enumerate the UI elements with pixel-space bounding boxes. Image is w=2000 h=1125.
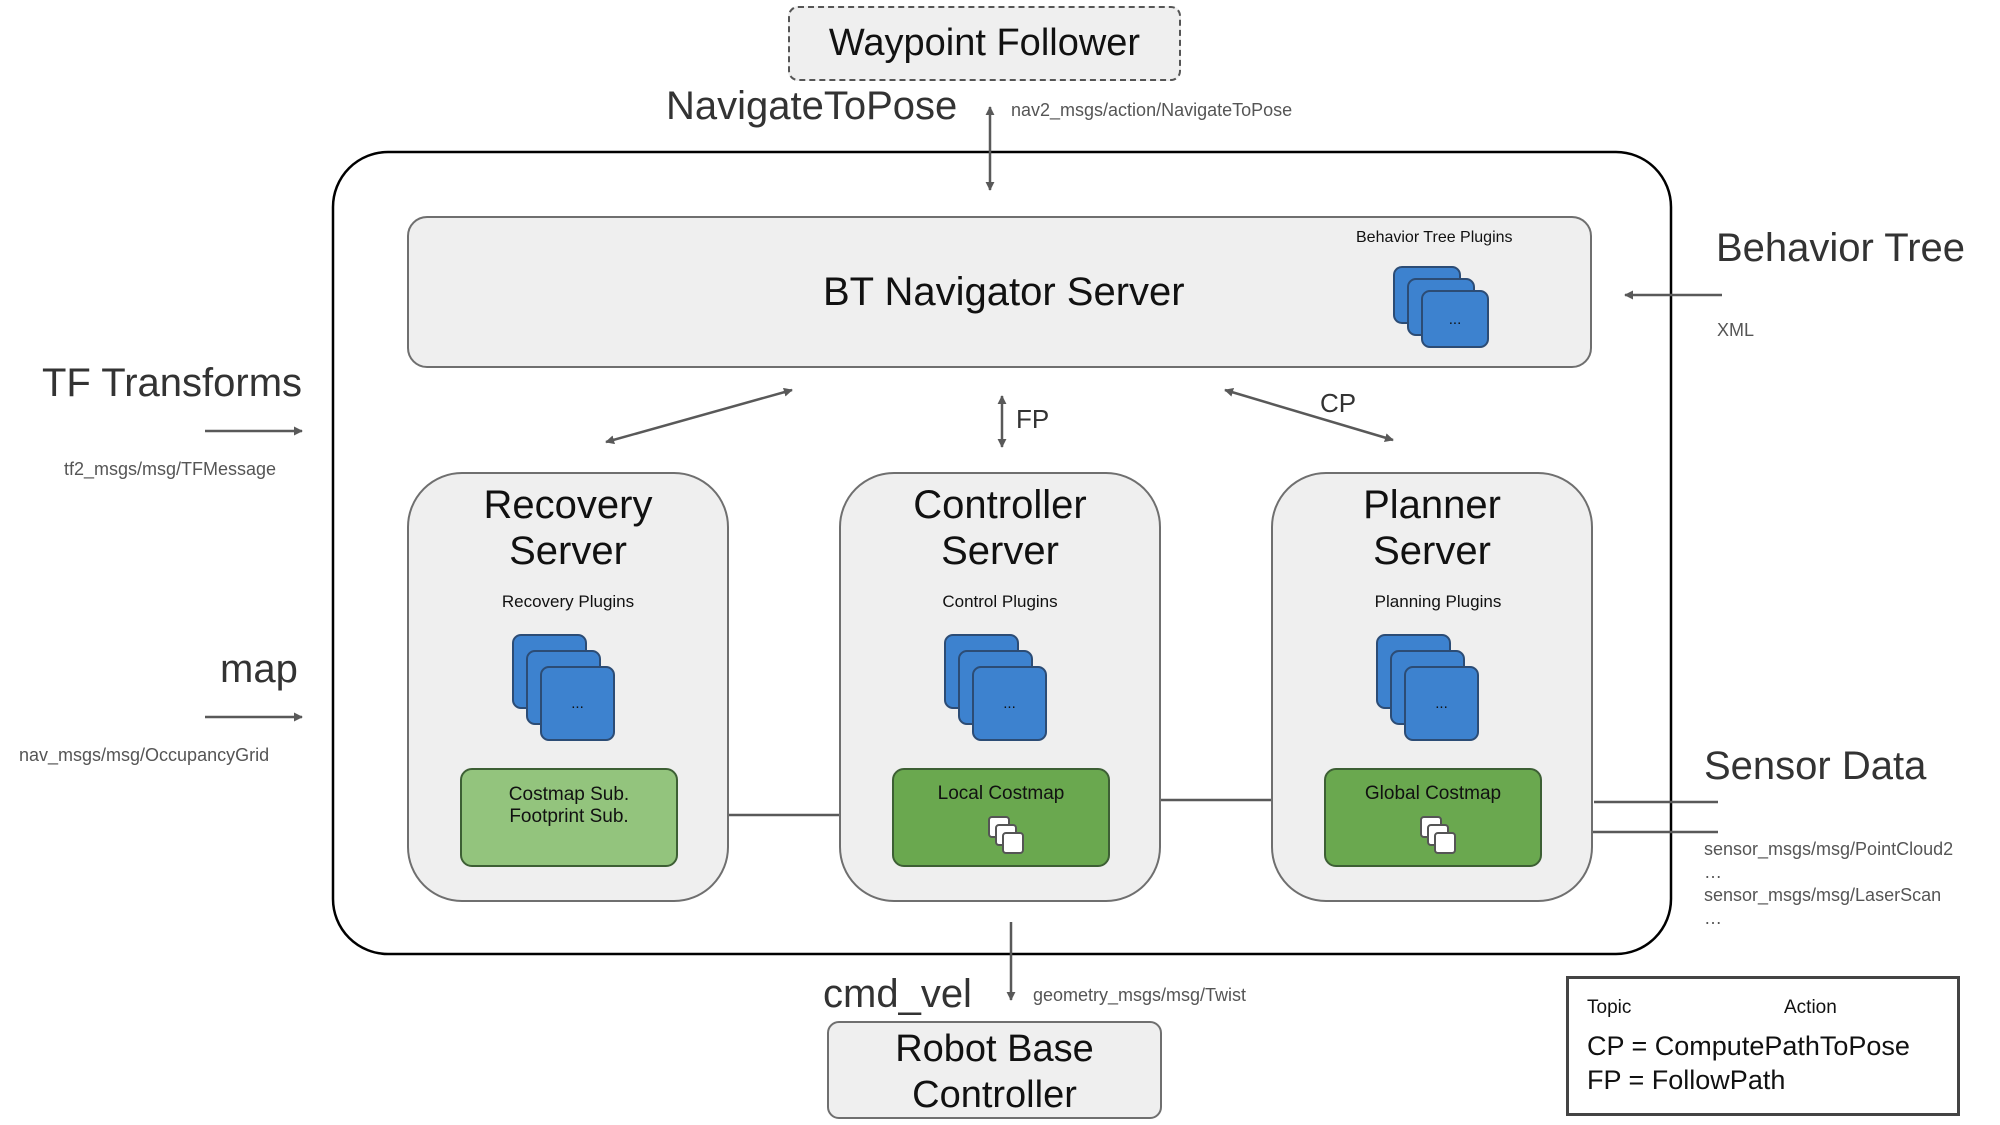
costmap-sub-box: Costmap Sub. Footprint Sub. [460, 768, 678, 867]
fp-label: FP [1016, 404, 1050, 434]
costmap-sub-line1: Costmap Sub. [508, 784, 630, 805]
bt-plugins-label: Behavior Tree Plugins [1356, 229, 1513, 246]
bt-plugin-ellipsis: ... [1448, 310, 1462, 328]
bt-recovery-arrow [605, 387, 793, 445]
planner-server-box: Planner Server Planning Plugins ... Glob… [1271, 472, 1593, 902]
controller-title-line1: Controller [913, 483, 1087, 527]
cp-arrow [1224, 387, 1394, 443]
controller-server-box: Controller Server Control Plugins ... Lo… [839, 472, 1161, 902]
robot-base-line1: Robot Base [895, 1028, 1094, 1070]
control-plugin-ellipsis: ... [1003, 695, 1016, 712]
waypoint-follower-label: Waypoint Follower [828, 22, 1141, 64]
planning-plugins-label: Planning Plugins [1374, 592, 1502, 611]
layers-icon [1420, 816, 1464, 860]
cmd-vel-msg: geometry_msgs/msg/Twist [1033, 985, 1247, 1005]
recovery-server-box: Recovery Server Recovery Plugins ... Cos… [407, 472, 729, 902]
recovery-plugins-label: Recovery Plugins [501, 592, 635, 611]
legend-action-label: Action [1784, 997, 1837, 1018]
global-costmap-label: Global Costmap [1364, 783, 1502, 804]
costmap-sub-line2: Footprint Sub. [509, 806, 629, 827]
plugin-card: ... [1421, 290, 1489, 348]
controller-title-line2: Server [941, 529, 1059, 573]
map-msg: nav_msgs/msg/OccupancyGrid [19, 745, 270, 765]
control-plugin-stack: ... [944, 634, 1047, 746]
bt-navigator-box: BT Navigator Server Behavior Tree Plugin… [407, 216, 1592, 368]
legend-topic-label: Topic [1587, 997, 1632, 1018]
waypoint-follower-box: Waypoint Follower [788, 6, 1181, 81]
tf-transforms-label: TF Transforms [42, 361, 303, 405]
recovery-server-title: Recovery Server [409, 482, 727, 574]
local-costmap-box: Local Costmap [892, 768, 1110, 867]
sensor-msg-ellipsis-1: … [1704, 862, 1722, 882]
controller-server-title: Controller Server [841, 482, 1159, 574]
layers-icon [988, 816, 1032, 860]
plugin-card: ... [540, 666, 615, 741]
planner-server-title: Planner Server [1273, 482, 1591, 574]
behavior-tree-label: Behavior Tree [1716, 226, 1966, 270]
local-costmap-label: Local Costmap [937, 783, 1065, 804]
bt-plugin-stack: ... [1393, 266, 1493, 358]
robot-base-controller-box: Robot Base Controller [827, 1021, 1162, 1119]
planning-plugin-ellipsis: ... [1435, 695, 1448, 712]
sensor-msg-ellipsis-2: … [1704, 908, 1722, 928]
global-costmap-box: Global Costmap [1324, 768, 1542, 867]
cmd-vel-label: cmd_vel [823, 972, 972, 1016]
legend-box: Topic Action CP = ComputePathToPose FP =… [1566, 976, 1960, 1116]
recovery-title-line1: Recovery [483, 483, 653, 527]
recovery-plugin-ellipsis: ... [571, 695, 584, 712]
robot-base-line2: Controller [912, 1074, 1077, 1116]
navigate-to-pose-label: NavigateToPose [666, 84, 958, 128]
sensor-msg-pointcloud: sensor_msgs/msg/PointCloud2 [1704, 839, 1954, 859]
planning-plugin-stack: ... [1376, 634, 1479, 746]
sensor-data-label: Sensor Data [1704, 744, 1927, 788]
tf-transforms-msg: tf2_msgs/msg/TFMessage [64, 459, 277, 479]
planner-title-line1: Planner [1363, 483, 1501, 527]
sensor-msg-laserscan: sensor_msgs/msg/LaserScan [1704, 885, 1942, 905]
plugin-card: ... [1404, 666, 1479, 741]
sensor-data-msgs: sensor_msgs/msg/PointCloud2 … sensor_msg… [1704, 838, 1953, 930]
planner-title-line2: Server [1373, 529, 1491, 573]
map-label: map [220, 647, 298, 691]
cp-label: CP [1320, 388, 1357, 418]
control-plugins-label: Control Plugins [942, 592, 1058, 611]
nav2-container [331, 150, 1673, 956]
legend-cp-def: CP = ComputePathToPose [1587, 1031, 1910, 1061]
recovery-plugin-stack: ... [512, 634, 615, 746]
legend-fp-def: FP = FollowPath [1587, 1065, 1786, 1095]
behavior-tree-msg: XML [1717, 320, 1755, 340]
navigate-to-pose-msg: nav2_msgs/action/NavigateToPose [1011, 100, 1293, 120]
bt-navigator-title: BT Navigator Server [823, 270, 1185, 314]
plugin-card: ... [972, 666, 1047, 741]
recovery-title-line2: Server [509, 529, 627, 573]
